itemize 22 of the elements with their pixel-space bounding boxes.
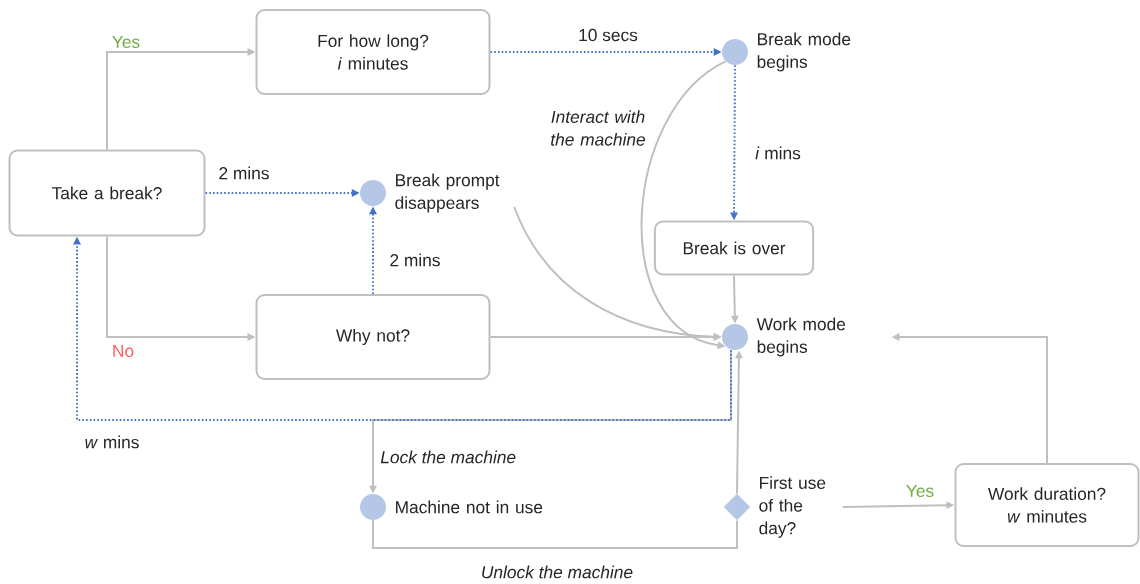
node-caption: First use of the day?	[759, 476, 826, 538]
edge-label: Interact with the machine	[544, 108, 652, 148]
process-box: Take a break?	[8, 149, 206, 237]
node-caption: Machine not in use	[396, 500, 543, 514]
edge-label: 2 mins	[216, 164, 272, 182]
edge-label: Unlock the machine	[478, 563, 636, 581]
node-caption: Break mode begins	[757, 32, 851, 72]
process-box: Break is over	[653, 220, 815, 276]
edge-label: 10 secs	[576, 26, 640, 44]
process-box: Work duration? w minutes	[954, 463, 1140, 547]
process-box: For how long? i minutes	[255, 9, 491, 95]
edge-label: Yes	[109, 33, 143, 51]
node-caption: Break prompt disappears	[395, 173, 500, 213]
edge-label: No	[109, 342, 137, 360]
edge-label: i mins	[753, 144, 803, 162]
process-box: Why not?	[255, 294, 491, 380]
connector	[372, 519, 738, 549]
edge-label: w mins	[82, 433, 142, 451]
edge-label: 2 mins	[387, 251, 443, 269]
edge-label: Yes	[903, 482, 937, 500]
node-caption: Work mode begins	[756, 317, 846, 357]
edge-label: Lock the machine	[378, 448, 519, 466]
